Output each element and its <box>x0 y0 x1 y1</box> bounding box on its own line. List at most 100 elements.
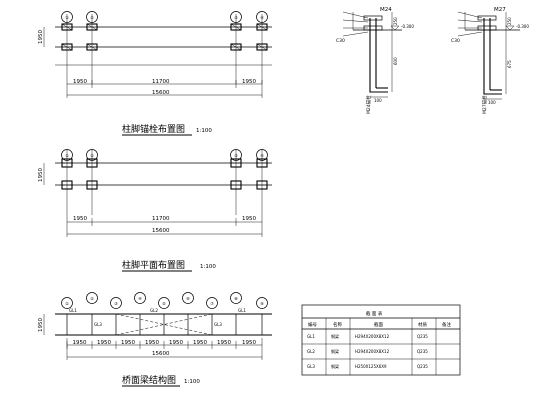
m27-bolt-label: M27 <box>494 7 506 13</box>
bot-axis-head-1: ① <box>61 297 73 309</box>
base-plate <box>86 180 98 190</box>
anchor-bolt-group <box>256 43 268 51</box>
m27-concrete: C30 <box>451 38 460 44</box>
table-row-3-section: H250X125X6X9 <box>355 364 387 369</box>
table-header-name: 名称 <box>333 321 342 328</box>
table-row-1-section: H294X200X8X12 <box>355 334 390 339</box>
base-plate <box>230 158 242 168</box>
svg-text:⑨: ⑨ <box>260 301 264 306</box>
bot-dim-3: 1950 <box>121 340 135 346</box>
table-row-2-material: Q235 <box>417 349 428 354</box>
table-row-2-section: H294X200X8X12 <box>355 349 390 354</box>
m24-level: -0.300 <box>401 24 414 29</box>
top-dim-vertical: 1950 <box>38 30 44 44</box>
anchor-bolt-group <box>256 23 268 31</box>
bot-axis-head-5: ⑤ <box>158 297 170 309</box>
svg-text:①: ① <box>65 15 69 20</box>
bot-dim-2: 1950 <box>97 340 111 346</box>
mid-dim-1: 1950 <box>73 216 87 222</box>
m24-dim-top: 250 <box>393 17 398 25</box>
bot-axis-head-7: ⑦ <box>206 297 218 309</box>
beam-mark-gl1-a: GL1 <box>69 308 77 313</box>
anchor-bolt-group <box>230 43 242 51</box>
svg-text:②: ② <box>90 153 94 158</box>
svg-text:③: ③ <box>234 15 238 20</box>
svg-text:②: ② <box>90 15 94 20</box>
bot-panel-title: 桥面梁结构图 <box>122 374 176 386</box>
top-axis-head-3: ③ <box>230 11 242 23</box>
mid-axis-head-1: ① <box>61 149 73 161</box>
table-row-1-code: GL1 <box>307 334 315 339</box>
mid-panel-scale: 1:100 <box>200 264 216 270</box>
bot-dim-7: 1950 <box>217 340 231 346</box>
base-plate <box>61 158 73 168</box>
m24-concrete: C30 <box>336 38 345 44</box>
table-row-3-material: Q235 <box>417 364 428 369</box>
anchor-bolt-group <box>86 43 98 51</box>
table-header-code: 编号 <box>308 321 317 328</box>
bot-axis-head-9: ⑨ <box>256 297 268 309</box>
top-panel-scale: 1:100 <box>196 128 212 134</box>
beam-mark-gl3-a: GL3 <box>94 322 102 327</box>
m24-dim-len: 600 <box>393 57 398 65</box>
m27-dim-bottom: 100 <box>488 100 496 105</box>
m24-dim-bottom: 100 <box>374 98 382 103</box>
mid-panel-title: 柱脚平面布置图 <box>122 259 185 271</box>
base-plate <box>86 158 98 168</box>
mid-dim-2: 11700 <box>152 216 170 222</box>
bot-axis-head-4: ④ <box>134 292 146 304</box>
svg-text:⑤: ⑤ <box>162 301 166 306</box>
detail-m27-anchor: M27 C30 -0.300 250 675 100 M27锚栓 <box>451 7 529 114</box>
m27-caption: M27锚栓 <box>481 95 488 114</box>
top-dim-1: 1950 <box>73 79 87 85</box>
table-row-3-code: GL3 <box>307 364 315 369</box>
top-dim-total: 15600 <box>152 90 170 96</box>
bot-axis-head-3: ③ <box>110 297 122 309</box>
table-title: 截 面 表 <box>366 310 383 317</box>
bot-dim-total: 15600 <box>152 351 170 357</box>
detail-m24-anchor: M24 C30 -0.300 250 600 100 M24锚栓 <box>336 7 414 114</box>
mid-dim-vertical: 1950 <box>38 168 44 182</box>
m24-caption: M24锚栓 <box>365 95 372 114</box>
svg-text:③: ③ <box>234 153 238 158</box>
bot-dim-6: 1950 <box>193 340 207 346</box>
mid-dim-total: 15600 <box>152 228 170 234</box>
svg-text:①: ① <box>65 153 69 158</box>
bot-axis-head-6: ⑥ <box>182 292 194 304</box>
table-row-1-material: Q235 <box>417 334 428 339</box>
mid-axis-head-4: ④ <box>256 149 268 161</box>
bot-dim-4: 1950 <box>145 340 159 346</box>
svg-text:④: ④ <box>260 153 264 158</box>
base-plate <box>61 180 73 190</box>
table-row-2-code: GL2 <box>307 349 315 354</box>
svg-text:②: ② <box>90 296 94 301</box>
bot-panel-scale: 1:100 <box>184 379 200 385</box>
table-row-2-name: 钢梁 <box>331 348 339 354</box>
bot-axis-head-2: ② <box>86 292 98 304</box>
table-row-1-name: 钢梁 <box>331 333 339 339</box>
top-axis-head-4: ④ <box>256 11 268 23</box>
table-header-section: 截面 <box>374 321 383 328</box>
top-dim-3: 1950 <box>242 79 256 85</box>
svg-text:⑦: ⑦ <box>210 301 214 306</box>
svg-text:③: ③ <box>114 301 118 306</box>
anchor-bolt-group <box>86 23 98 31</box>
bot-axis-head-8: ⑧ <box>230 292 242 304</box>
table-header-material: 材质 <box>418 321 427 328</box>
svg-text:①: ① <box>65 301 69 306</box>
mid-axis-head-3: ③ <box>230 149 242 161</box>
m24-bolt-label: M24 <box>380 7 392 13</box>
bot-dim-8: 1950 <box>242 340 256 346</box>
base-plate <box>256 180 268 190</box>
anchor-bolt-group <box>61 23 73 31</box>
m27-dim-top: 250 <box>507 17 512 25</box>
mid-axis-head-2: ② <box>86 149 98 161</box>
section-table: 截 面 表 编号 名称 截面 材质 备注 GL1 钢梁 H294X200X8X1… <box>301 304 461 376</box>
table-row-3-name: 钢梁 <box>331 363 339 369</box>
beam-mark-gl2: GL2 <box>150 308 158 313</box>
base-plate <box>256 158 268 168</box>
